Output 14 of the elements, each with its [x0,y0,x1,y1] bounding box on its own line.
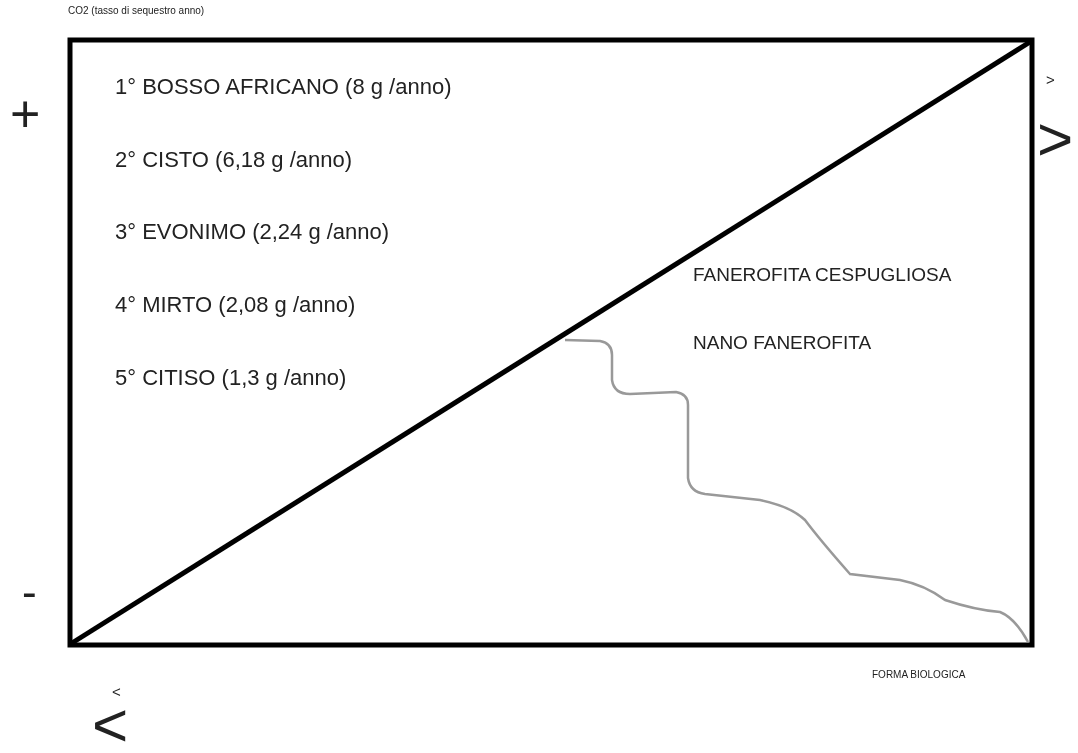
category-label: NANO FANEROFITA [693,333,872,352]
axis-title: CO2 (tasso di sequestro anno) [68,6,205,16]
axis-sign: > [1037,108,1074,170]
species-label: 3° EVONIMO (2,24 g /anno) [115,221,390,243]
species-label: 2° CISTO (6,18 g /anno) [115,149,353,171]
species-label: 1° BOSSO AFRICANO (8 g /anno) [115,76,452,98]
axis-sign: + [10,88,41,140]
axis-sign: - [22,570,37,614]
species-label: 5° CITISO (1,3 g /anno) [115,367,347,389]
category-label: FANEROFITA CESPUGLIOSA [693,265,952,284]
species-label: 4° MIRTO (2,08 g /anno) [115,294,356,316]
axis-title: FORMA BIOLOGICA [872,670,966,680]
axis-sign: > [1046,72,1055,87]
axis-sign: < [112,684,121,699]
